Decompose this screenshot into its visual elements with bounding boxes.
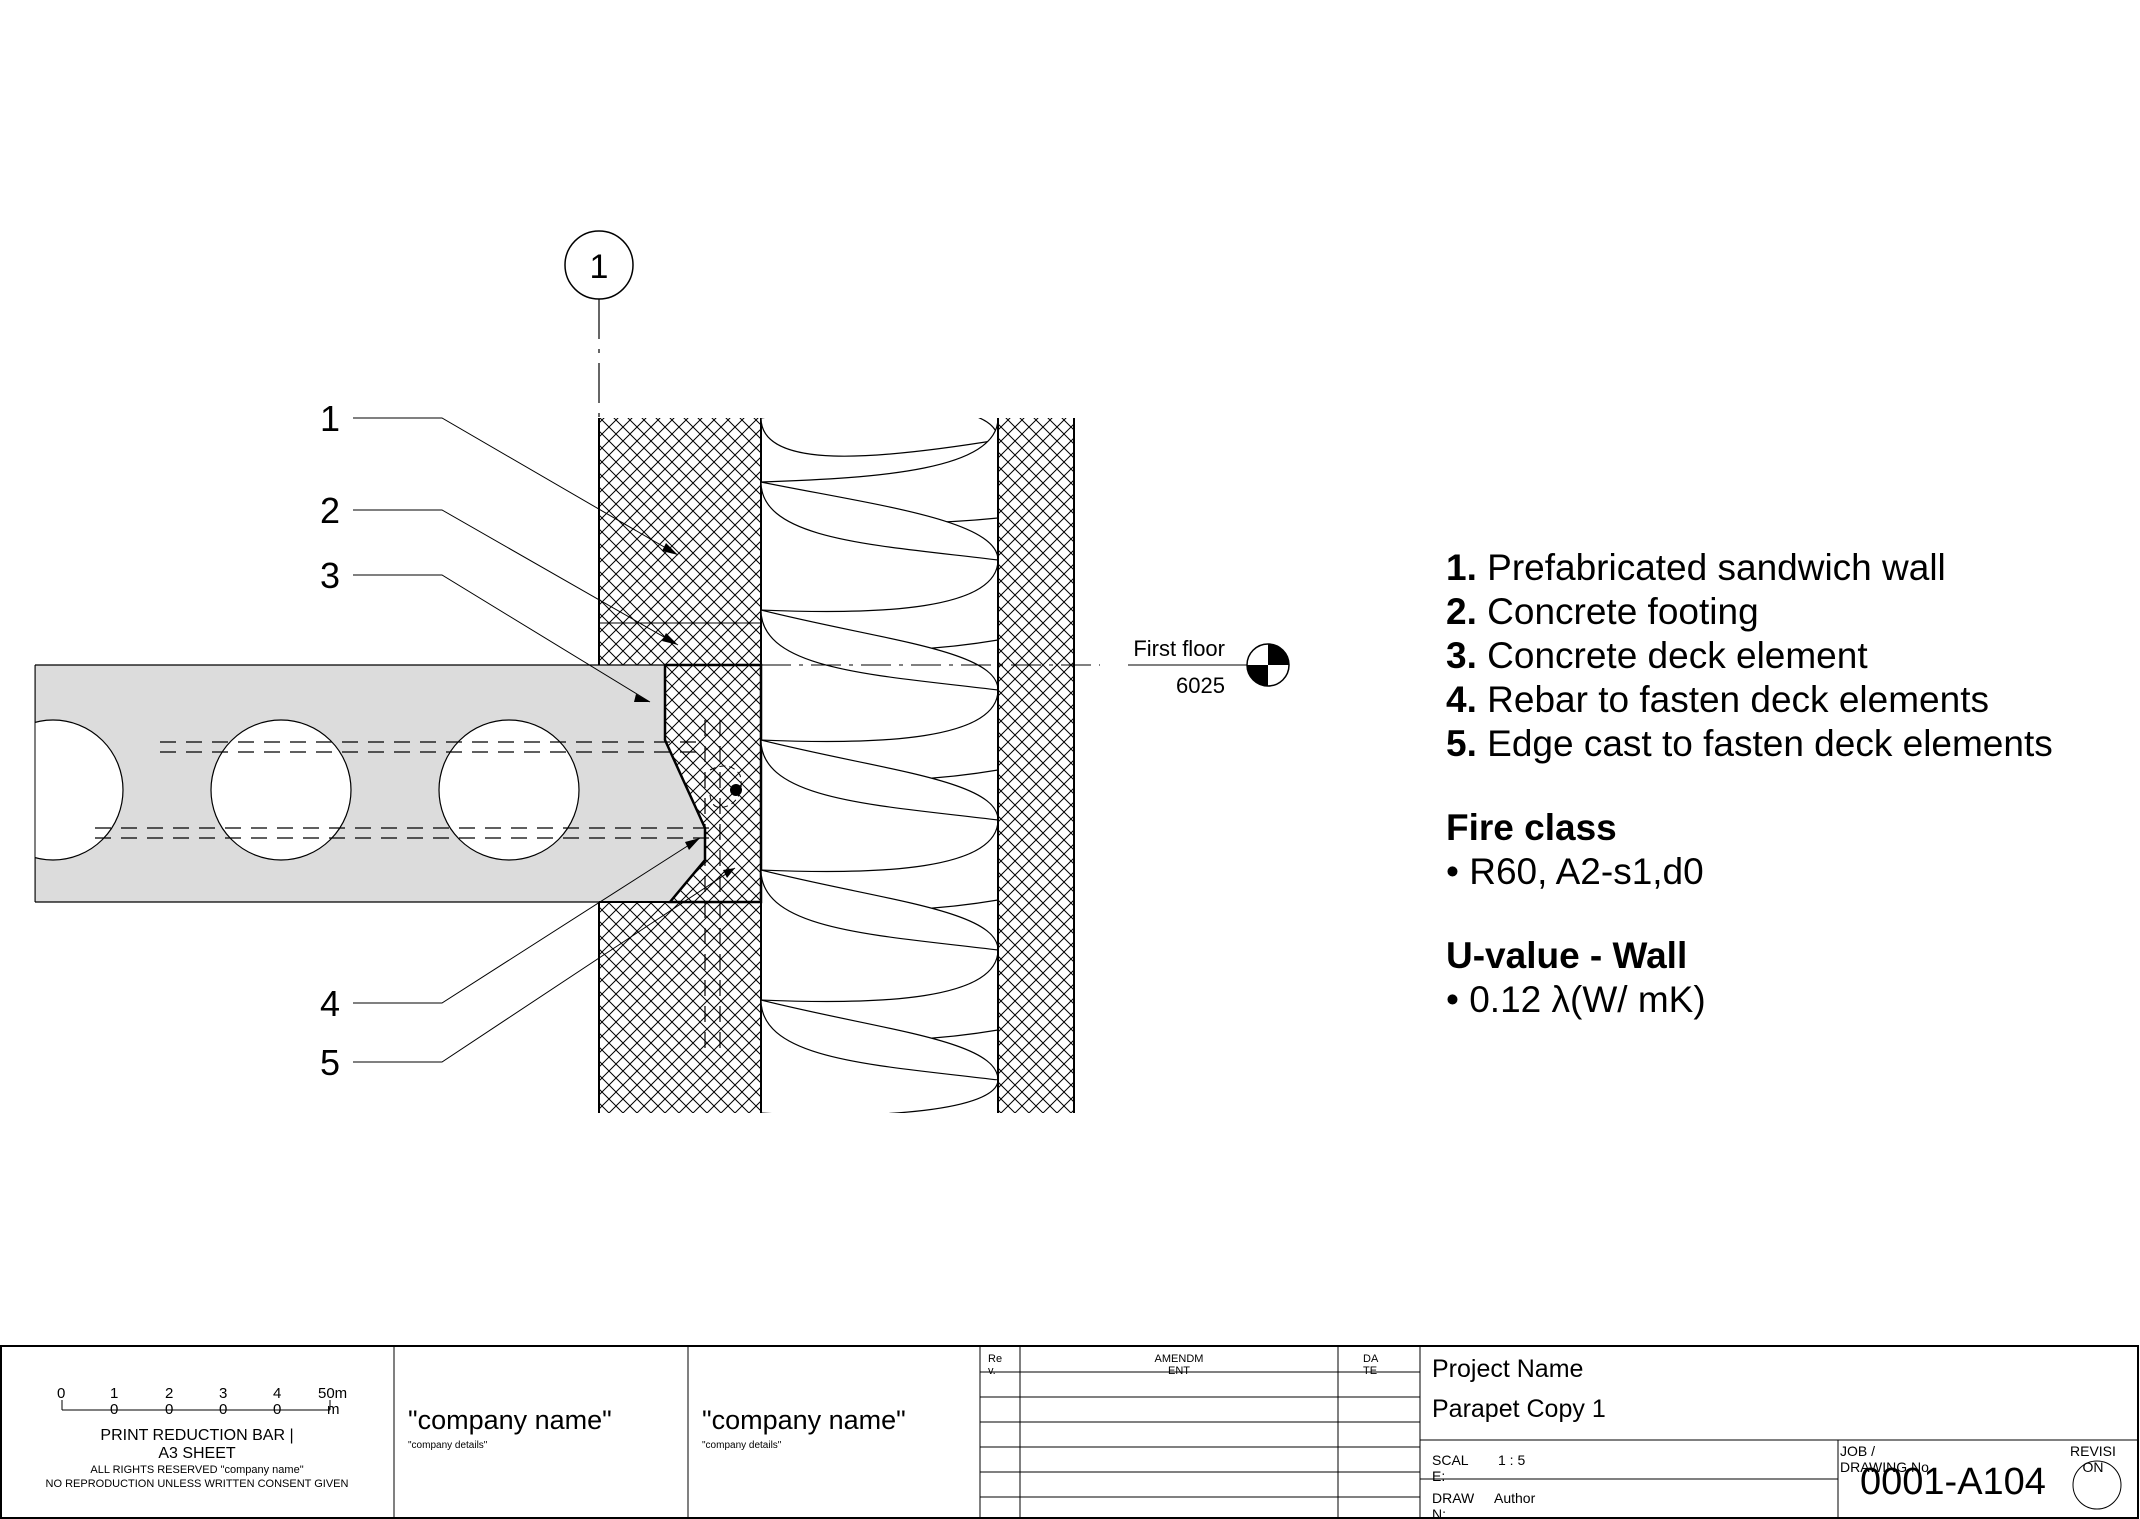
scale-tick-sub-1: 0 <box>165 1401 174 1418</box>
fire-class-value: • R60, A2-s1,d0 <box>1446 851 1704 892</box>
company-name-1: "company name" <box>408 1405 612 1435</box>
legend-item: 2. Concrete footing <box>1446 591 1759 632</box>
scale-bar-notice: NO REPRODUCTION UNLESS WRITTEN CONSENT G… <box>45 1478 349 1490</box>
scale-tick-2: 2 <box>165 1385 174 1402</box>
drawn-label: DRAW N: <box>1432 1490 1475 1518</box>
scale-label: SCAL E: <box>1432 1452 1469 1484</box>
company-name-2: "company name" <box>702 1405 906 1435</box>
callout-label-1: 1 <box>320 398 340 439</box>
wall-inner-leaf <box>598 418 762 1113</box>
u-value-title: U-value - Wall <box>1446 935 1688 976</box>
drawn-value: Author <box>1494 1490 1536 1506</box>
scale-tick-3: 3 <box>219 1385 228 1402</box>
legend-item: 1. Prefabricated sandwich wall <box>1446 547 1946 588</box>
legend-item: 3. Concrete deck element <box>1446 635 1868 676</box>
callout-label-2: 2 <box>320 490 340 531</box>
title-block: 0 1 2 3 4 50m 0 0 0 0 m PRINT REDUCTION … <box>0 1345 2140 1519</box>
scale-value: 1 : 5 <box>1498 1452 1526 1468</box>
callout-label-4: 4 <box>320 983 340 1024</box>
legend-item: 4. Rebar to fasten deck elements <box>1446 679 1989 720</box>
edge-cast <box>663 663 763 904</box>
scale-bar-title: PRINT REDUCTION BAR | <box>100 1427 294 1444</box>
drawing-number: 0001-A104 <box>1860 1461 2046 1503</box>
u-value-value: • 0.12 λ(W/ mK) <box>1446 979 1706 1020</box>
revision-col-date: DA TE <box>1363 1353 1379 1377</box>
level-elevation: 6025 <box>1176 673 1225 698</box>
callout-label-3: 3 <box>320 555 340 596</box>
scale-tick-1: 1 <box>110 1385 119 1402</box>
revision-label: REVISI ON <box>2070 1443 2116 1475</box>
callout-label-5: 5 <box>320 1042 340 1083</box>
scale-bar-sheet: A3 SHEET <box>158 1445 236 1462</box>
level-marker: First floor 6025 <box>761 636 1290 698</box>
scale-tick-sub-2: 0 <box>219 1401 228 1418</box>
grid-marker-label: 1 <box>590 248 609 286</box>
title-block-frame <box>0 1345 2139 1519</box>
legend: 1. Prefabricated sandwich wall 2. Concre… <box>1446 546 2106 1022</box>
fire-class-title: Fire class <box>1446 807 1617 848</box>
scale-tick-5: 50m <box>318 1385 348 1402</box>
scale-tick-sub-3: 0 <box>273 1401 282 1418</box>
sheet-name: Parapet Copy 1 <box>1432 1395 1606 1423</box>
legend-item: 5. Edge cast to fasten deck elements <box>1446 723 2053 764</box>
revision-col-amendment: AMENDM ENT <box>1154 1353 1204 1377</box>
scale-bar-rights: ALL RIGHTS RESERVED "company name" <box>90 1464 304 1476</box>
scale-tick-4: 4 <box>273 1385 282 1402</box>
wall-outer-leaf <box>997 418 1075 1113</box>
revision-col-rev: Re v. <box>988 1353 1003 1377</box>
scale-tick-0: 0 <box>57 1385 66 1402</box>
wall-insulation <box>761 418 998 1113</box>
project-name: Project Name <box>1432 1355 1584 1383</box>
level-name: First floor <box>1133 636 1225 661</box>
job-label: JOB / DRAWING No <box>1840 1443 1929 1475</box>
callouts <box>353 417 736 1063</box>
scale-tick-sub-0: 0 <box>110 1401 119 1418</box>
company-details-1: "company details" <box>408 1440 488 1451</box>
callout-arrows <box>634 543 735 878</box>
hollow-core-deck <box>0 660 706 910</box>
scale-tick-sub-4: m <box>327 1401 340 1418</box>
company-details-2: "company details" <box>702 1440 782 1451</box>
